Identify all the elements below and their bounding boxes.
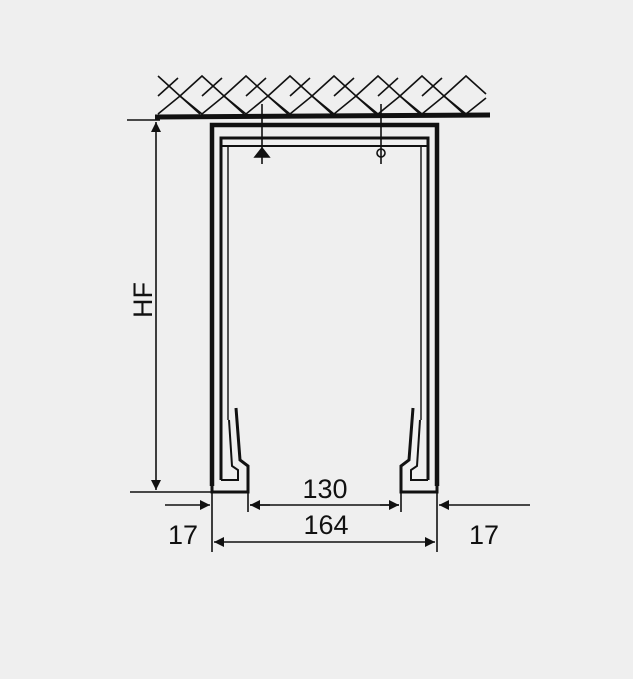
right-wall-label: 17 (469, 520, 499, 550)
ceiling-line (154, 112, 491, 120)
inner-width-label: 130 (302, 474, 347, 504)
fastener-right-icon (376, 104, 386, 164)
ceiling-insulation (157, 74, 487, 116)
height-dimension (127, 119, 212, 493)
fastener-left-icon (253, 104, 271, 164)
channel-profile (209, 122, 440, 494)
left-wall-label: 17 (168, 520, 198, 550)
extension-lines (211, 492, 438, 552)
outer-width-label: 164 (303, 510, 348, 540)
height-label: HF (128, 282, 158, 318)
